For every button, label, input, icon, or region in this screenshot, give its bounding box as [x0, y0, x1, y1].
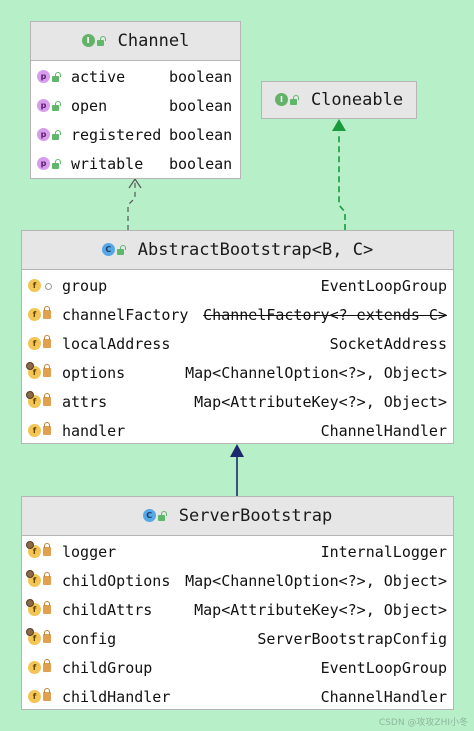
- private-field-icon: f: [26, 390, 56, 410]
- interface-icon: I: [274, 92, 303, 108]
- property-icon: p: [37, 127, 65, 143]
- field-name: childAttrs: [62, 600, 153, 619]
- field-type: ChannelHandler: [320, 421, 447, 440]
- private-field-icon: f: [28, 334, 56, 352]
- field-row[interactable]: f childOptions Map<ChannelOption<?>, Objec…: [22, 566, 453, 595]
- server-bootstrap-header: C ServerBootstrap: [22, 497, 453, 536]
- class-title: AbstractBootstrap<B, C>: [137, 240, 374, 260]
- field-name: localAddress: [62, 334, 171, 353]
- private-field-icon: f: [28, 421, 56, 439]
- field-name: childHandler: [62, 687, 171, 706]
- interface-icon: I: [81, 33, 110, 49]
- private-field-icon: f: [28, 687, 56, 705]
- field-row[interactable]: f localAddress SocketAddress: [22, 329, 453, 358]
- private-field-icon: f: [26, 361, 56, 381]
- field-type: boolean: [169, 154, 233, 173]
- field-name: childGroup: [62, 658, 153, 677]
- field-type: InternalLogger: [320, 542, 447, 561]
- field-type: boolean: [169, 96, 233, 115]
- watermark: CSDN @攻攻ZHI小冬: [378, 718, 468, 728]
- field-type: boolean: [169, 125, 233, 144]
- field-name: config: [62, 629, 117, 648]
- property-icon: p: [37, 69, 65, 85]
- channel-header: I Channel: [31, 22, 240, 61]
- abstract-bootstrap-header: C AbstractBootstrap<B, C>: [22, 231, 453, 270]
- field-row[interactable]: f channelFactory ChannelFactory<? extends …: [22, 300, 453, 329]
- field-row[interactable]: p registered boolean: [31, 120, 240, 149]
- extends-arrowhead: [230, 444, 244, 457]
- field-row[interactable]: f childAttrs Map<AttributeKey<?>, Object>: [22, 595, 453, 624]
- field-type: Map<ChannelOption<?>, Object>: [185, 363, 447, 382]
- field-name: group: [62, 276, 108, 295]
- field-name: channelFactory: [62, 305, 189, 324]
- field-name: logger: [62, 542, 117, 561]
- field-row[interactable]: f childHandler ChannelHandler: [22, 682, 453, 711]
- field-type: ChannelFactory<? extends C>: [203, 305, 447, 324]
- implements-cloneable-line: [338, 132, 346, 230]
- field-row[interactable]: f handler ChannelHandler: [22, 416, 453, 445]
- field-name: open: [71, 96, 108, 115]
- implements-channel-line: [127, 182, 136, 230]
- field-type: SocketAddress: [329, 334, 447, 353]
- field-type: EventLoopGroup: [320, 658, 447, 677]
- cloneable-interface-box[interactable]: I Cloneable: [261, 81, 417, 119]
- private-field-icon: f: [28, 658, 56, 676]
- field-name: active: [71, 67, 126, 86]
- class-title: Cloneable: [310, 90, 404, 110]
- field-name: attrs: [62, 392, 108, 411]
- abstract-class-icon: C: [101, 242, 130, 258]
- field-type: Map<AttributeKey<?>, Object>: [194, 600, 447, 619]
- field-row[interactable]: p writable boolean: [31, 149, 240, 178]
- field-name: registered: [71, 125, 162, 144]
- field-name: handler: [62, 421, 126, 440]
- private-field-icon: f: [26, 598, 56, 618]
- private-field-icon: f: [28, 305, 56, 323]
- class-icon: C: [142, 508, 171, 524]
- field-icon: f: [28, 278, 56, 294]
- field-row[interactable]: f childGroup EventLoopGroup: [22, 653, 453, 682]
- property-icon: p: [37, 156, 65, 172]
- field-name: options: [62, 363, 126, 382]
- field-type: EventLoopGroup: [320, 276, 447, 295]
- class-title: Channel: [117, 31, 190, 51]
- private-field-icon: f: [26, 540, 56, 560]
- implements-channel-arrowhead: [128, 177, 142, 189]
- field-name: childOptions: [62, 571, 171, 590]
- field-name: writable: [71, 154, 144, 173]
- field-type: Map<AttributeKey<?>, Object>: [194, 392, 447, 411]
- field-type: ServerBootstrapConfig: [257, 629, 447, 648]
- property-icon: p: [37, 98, 65, 114]
- field-row[interactable]: f options Map<ChannelOption<?>, Object>: [22, 358, 453, 387]
- field-type: ChannelHandler: [320, 687, 447, 706]
- private-field-icon: f: [26, 627, 56, 647]
- cloneable-header: I Cloneable: [262, 82, 416, 118]
- field-type: Map<ChannelOption<?>, Object>: [185, 571, 447, 590]
- private-field-icon: f: [26, 569, 56, 589]
- field-type: boolean: [169, 67, 233, 86]
- implements-cloneable-arrowhead: [332, 119, 346, 131]
- class-title: ServerBootstrap: [178, 506, 333, 526]
